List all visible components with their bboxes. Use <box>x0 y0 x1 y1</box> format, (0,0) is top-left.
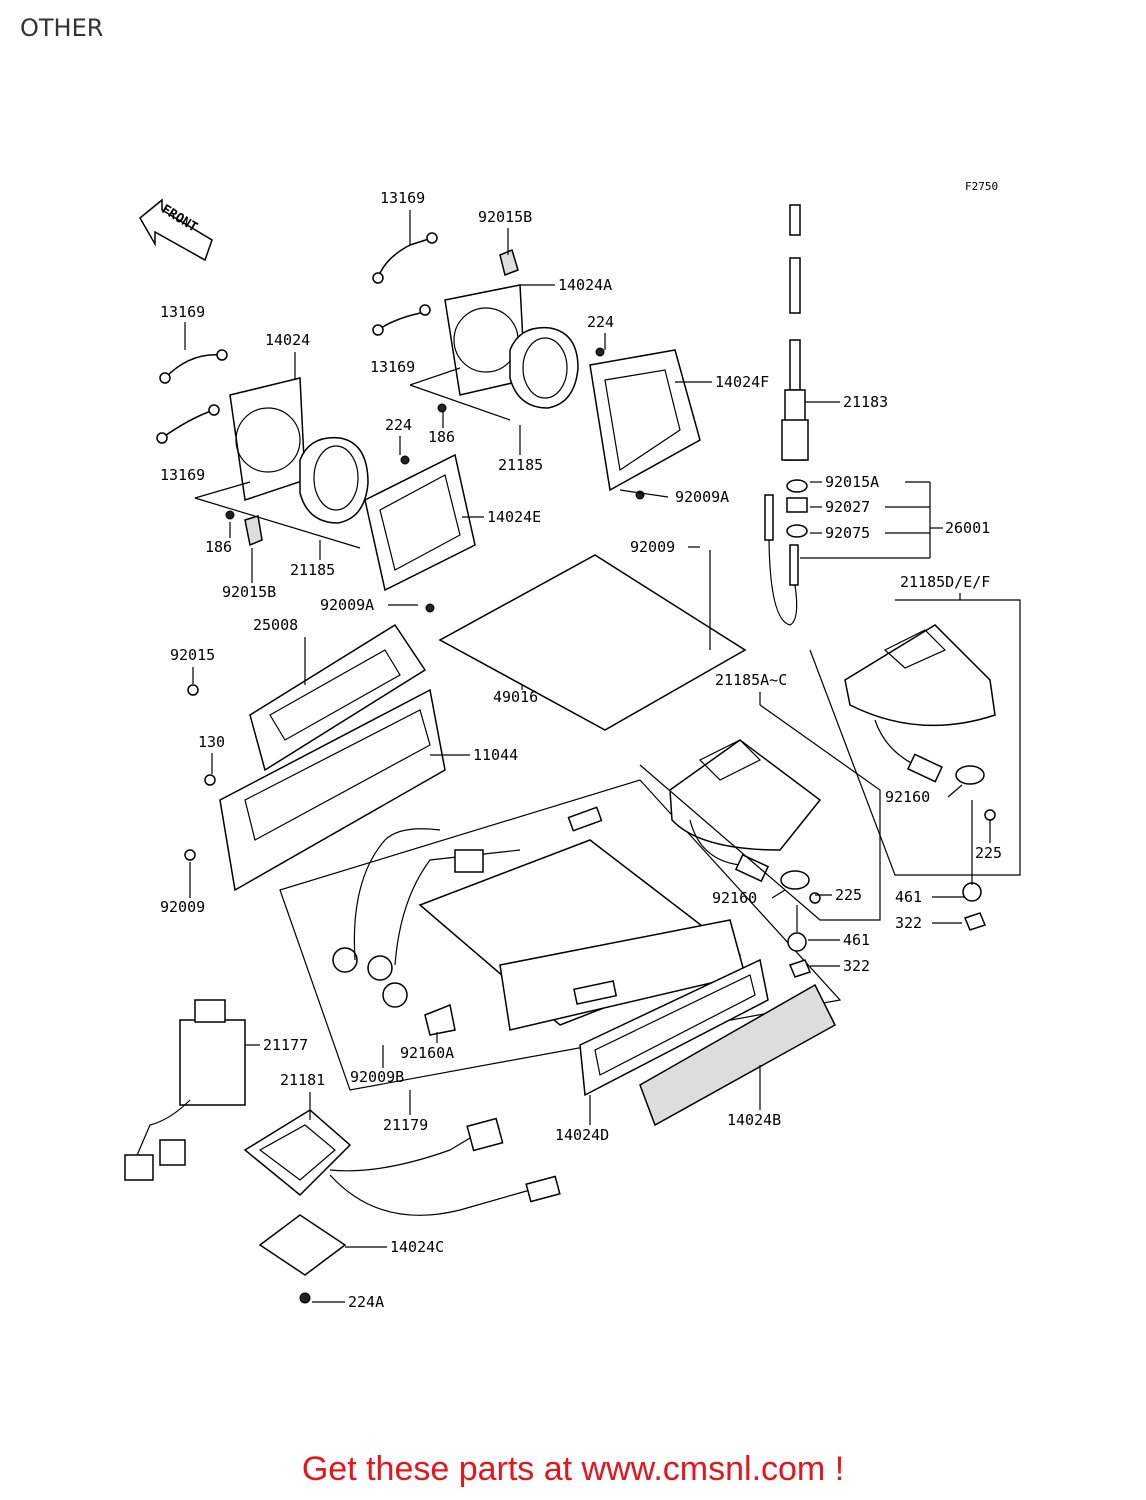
part-label: 21177 <box>263 1036 308 1054</box>
part-label: 92160A <box>400 1044 454 1062</box>
part-label: 21185 <box>290 561 335 579</box>
part-label: 21181 <box>280 1071 325 1089</box>
part-label: 461 <box>895 888 922 906</box>
part-label: 14024B <box>727 1111 781 1129</box>
part-label: 26001 <box>945 519 990 537</box>
mounting-bracket <box>184 623 446 892</box>
part-label: 225 <box>975 844 1002 862</box>
switch-21177 <box>124 999 246 1181</box>
footer-link[interactable]: Get these parts at www.cmsnl.com ! <box>301 1450 845 1488</box>
part-label: 49016 <box>493 688 538 706</box>
part-label: 14024 <box>265 331 310 349</box>
part-label: 11044 <box>473 746 518 764</box>
part-label: 21185D/E/F <box>900 573 990 591</box>
part-label: 25008 <box>253 616 298 634</box>
part-label: 186 <box>205 538 232 556</box>
antenna-assembly <box>764 204 809 626</box>
part-label: 186 <box>428 428 455 446</box>
right-speaker-assembly <box>372 232 701 500</box>
part-label: 14024E <box>487 508 541 526</box>
part-label: 92015A <box>825 473 879 491</box>
part-label: 21185 <box>498 456 543 474</box>
part-label: 225 <box>835 886 862 904</box>
part-label: 92009A <box>675 488 729 506</box>
part-label: 13169 <box>370 358 415 376</box>
part-label: 130 <box>198 733 225 751</box>
remote-unit-b <box>844 624 996 931</box>
part-label: 461 <box>843 931 870 949</box>
part-label: 21183 <box>843 393 888 411</box>
part-label: 14024F <box>715 373 769 391</box>
part-label: 92015B <box>478 208 532 226</box>
part-label: 92027 <box>825 498 870 516</box>
part-label: 92015 <box>170 646 215 664</box>
page-title: OTHER <box>20 14 104 42</box>
part-label: 14024C <box>390 1238 444 1256</box>
trim-panels <box>579 958 836 1127</box>
part-label: 13169 <box>160 303 205 321</box>
part-label: 92009 <box>160 898 205 916</box>
part-label: 21179 <box>383 1116 428 1134</box>
audio-unit <box>279 779 842 1091</box>
part-label: 92015B <box>222 583 276 601</box>
part-label: 21185A~C <box>715 671 787 689</box>
part-label: 322 <box>895 914 922 932</box>
part-label: 224 <box>587 313 614 331</box>
part-label: 224A <box>348 1293 384 1311</box>
parts-diagram: F2750 FRONT <box>124 180 1021 1311</box>
part-label: 322 <box>843 957 870 975</box>
part-label: 14024D <box>555 1126 609 1144</box>
part-label: 92009A <box>320 596 374 614</box>
part-label: 92160 <box>712 889 757 907</box>
amplifier-21181 <box>243 1109 561 1304</box>
part-label: 92009B <box>350 1068 404 1086</box>
front-arrow-icon: FRONT <box>139 198 213 262</box>
panel-49016 <box>438 554 747 731</box>
part-label: 14024A <box>558 276 612 294</box>
figure-code: F2750 <box>965 180 998 193</box>
left-speaker-assembly <box>156 349 476 613</box>
part-label: 92009 <box>630 538 675 556</box>
part-label: 13169 <box>160 466 205 484</box>
part-label: 224 <box>385 416 412 434</box>
part-label: 13169 <box>380 189 425 207</box>
part-label: 92075 <box>825 524 870 542</box>
part-label: 92160 <box>885 788 930 806</box>
part-labels: 13169 92015B 14024A 13169 14024 224 1316… <box>160 189 1002 1311</box>
